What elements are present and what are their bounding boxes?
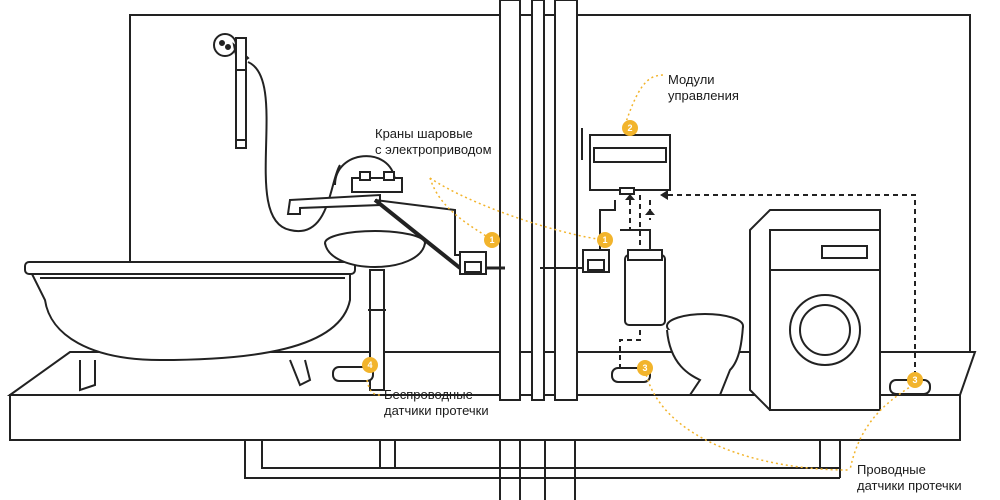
- sink-icon: [324, 230, 426, 391]
- label-wired-sensors-line2: датчики протечки: [857, 478, 962, 493]
- toilet-icon: [624, 249, 744, 396]
- riser-pipes: [499, 0, 578, 401]
- ball-valve-icon: [459, 249, 610, 275]
- label-control-modules-line2: управления: [668, 88, 739, 103]
- callout-lines: [366, 74, 914, 471]
- label-ball-valves: Краны шаровые с электроприводом: [375, 126, 492, 158]
- bathtub-icon: [24, 261, 356, 392]
- label-wired-sensors: Проводные датчики протечки: [857, 462, 962, 494]
- label-control-modules: Модули управления: [668, 72, 739, 104]
- wall-outline: [129, 14, 971, 355]
- control-module-icon: [581, 128, 671, 195]
- washing-machine-icon: [749, 209, 881, 412]
- label-wireless-sensors-line2: датчики протечки: [384, 403, 489, 418]
- under-floor-pipes: [244, 440, 841, 500]
- signal-arrows: [625, 190, 668, 215]
- marker-3b: 3: [912, 375, 917, 385]
- label-control-modules-line1: Модули: [668, 72, 715, 87]
- floor-slab: [6, 351, 977, 441]
- label-ball-valves-line2: с электроприводом: [375, 142, 492, 157]
- marker-1a: 1: [489, 235, 494, 245]
- shower-head-icon: [213, 33, 341, 233]
- marker-2: 2: [627, 123, 632, 133]
- mixer-faucet-icon: [286, 155, 403, 215]
- label-wired-sensors-line1: Проводные: [857, 462, 926, 477]
- label-ball-valves-line1: Краны шаровые: [375, 126, 473, 141]
- marker-3a: 3: [642, 363, 647, 373]
- marker-1b: 1: [602, 235, 607, 245]
- label-wireless-sensors-line1: Беспроводные: [384, 387, 473, 402]
- label-wireless-sensors: Беспроводные датчики протечки: [384, 387, 489, 419]
- number-markers: 1 1 2 3 3 4: [362, 120, 923, 388]
- marker-4: 4: [367, 360, 372, 370]
